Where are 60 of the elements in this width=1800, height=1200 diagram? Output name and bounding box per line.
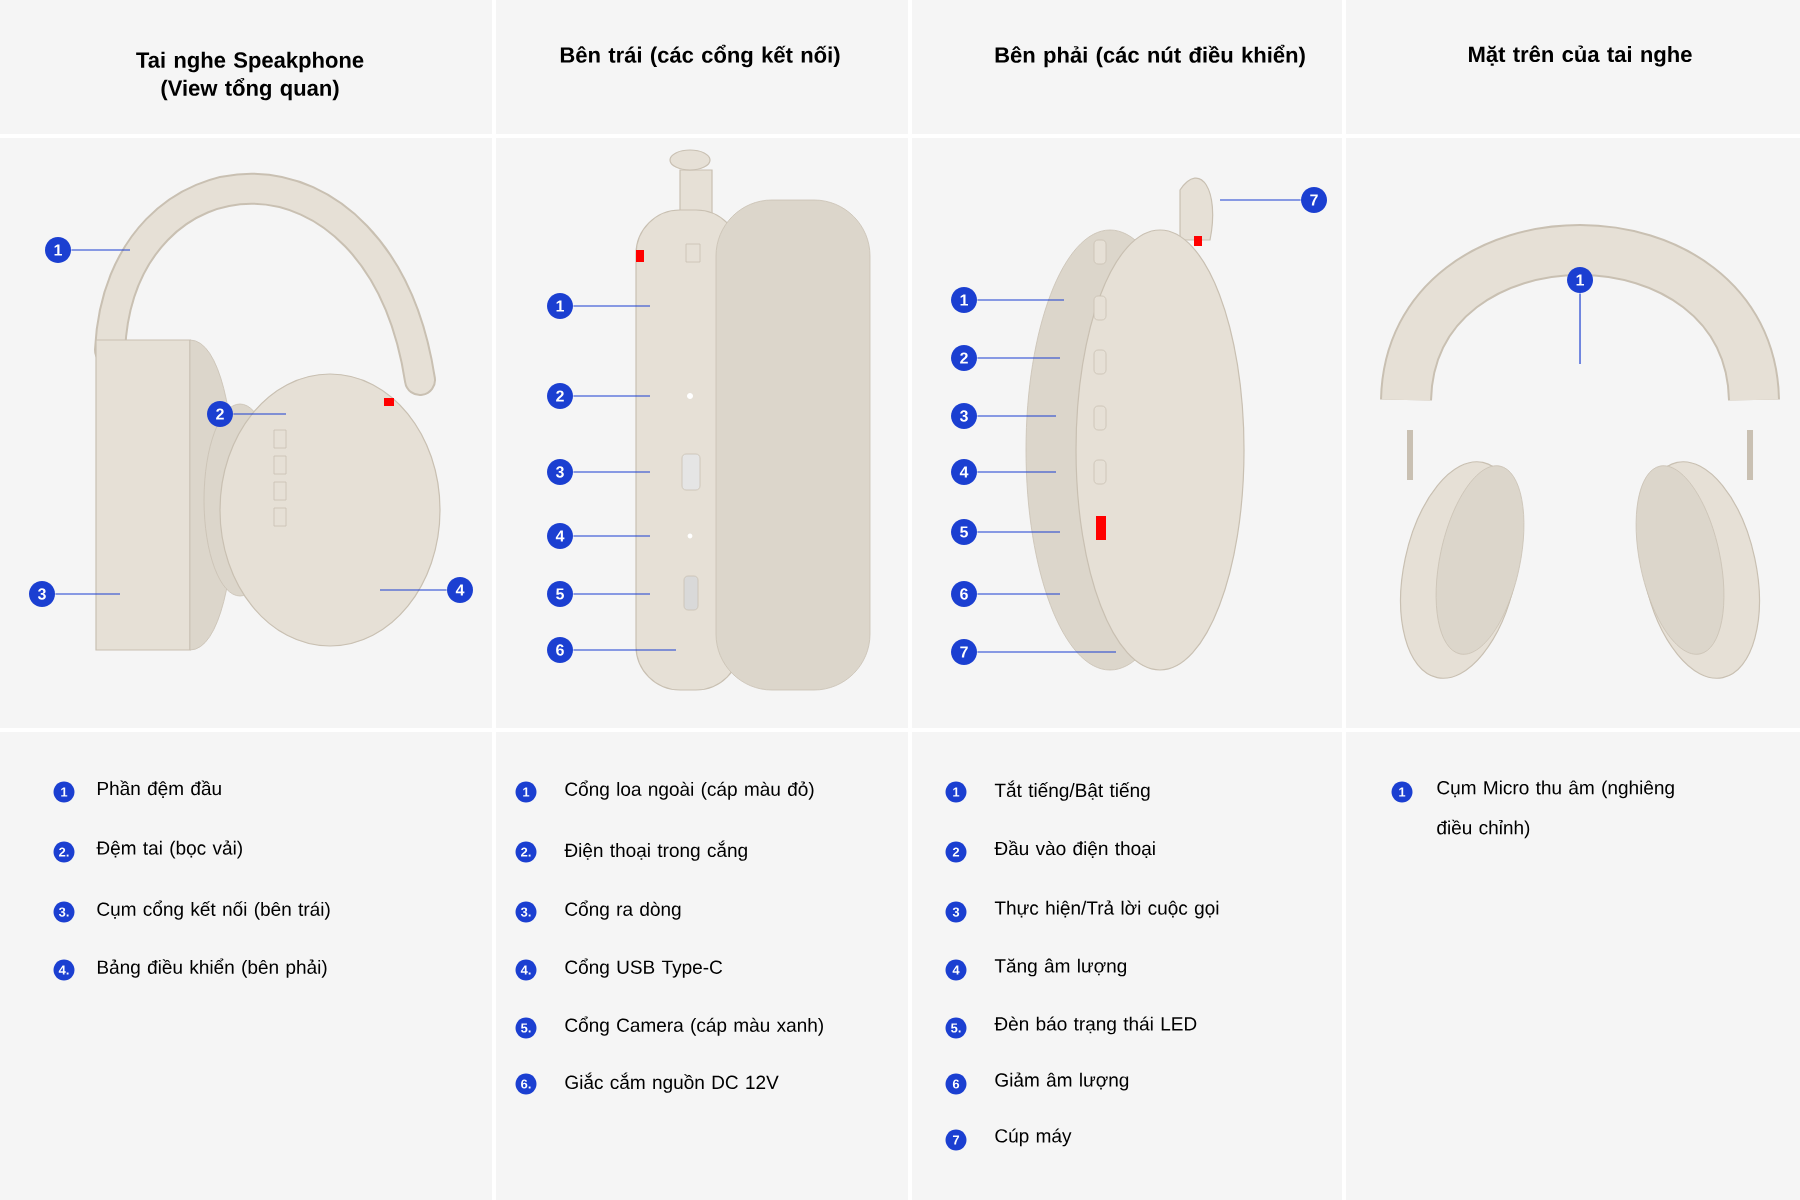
list-item-text: Giắc cắm nguồn DC 12V xyxy=(565,1072,779,1093)
leader-line xyxy=(976,357,1061,359)
callout-number: 6 xyxy=(547,637,573,663)
callout-number: 5 xyxy=(951,519,977,545)
leader-line xyxy=(976,531,1061,533)
leader-line xyxy=(70,249,131,251)
list-item-text: Cổng loa ngoài (cáp màu đỏ) xyxy=(565,780,814,800)
callout-number: 7 xyxy=(951,639,977,665)
leader-line xyxy=(572,649,677,651)
callout-number: 3 xyxy=(547,459,573,485)
callout-number: 1 xyxy=(45,237,71,263)
callout-number: 4 xyxy=(547,523,573,549)
list-item-text: Cổng USB Type-C xyxy=(565,958,723,978)
leader-line xyxy=(54,593,121,595)
list-item-text: Giảm âm lượng xyxy=(995,1072,1129,1091)
list-item-text: Tắt tiếng/Bật tiếng xyxy=(994,780,1150,801)
leader-line xyxy=(572,593,651,595)
list-item-text: Cổng ra dòng xyxy=(565,900,681,920)
column-heading: Mặt trên của tai nghe xyxy=(1469,45,1692,67)
column-heading: Bên phải (các nút điều khiển) xyxy=(995,44,1305,68)
callout-number: 7 xyxy=(1301,187,1327,213)
list-item-text: Phần đệm đầu xyxy=(97,780,221,798)
leader-line xyxy=(572,395,651,397)
leader-line xyxy=(232,413,287,415)
callout-number: 4 xyxy=(447,577,473,603)
callout-number: 6 xyxy=(951,581,977,607)
callout-number: 4 xyxy=(951,459,977,485)
callout-number: 3 xyxy=(29,581,55,607)
callout-number: 2 xyxy=(951,345,977,371)
list-item-text: Bảng điều khiển (bên phải) xyxy=(97,958,327,978)
callout-number: 2 xyxy=(207,401,233,427)
list-item-text: Điện thoại trong cắng xyxy=(564,840,747,861)
list-item-text: Cổng Camera (cáp màu xanh) xyxy=(565,1016,823,1036)
callout-number: 1 xyxy=(951,287,977,313)
list-item-text: Tăng âm lượng xyxy=(994,958,1127,977)
callout-number: 3 xyxy=(951,403,977,429)
callout-number: 1 xyxy=(547,293,573,319)
leader-line xyxy=(976,471,1057,473)
leader-line xyxy=(379,589,448,591)
list-item-text: Đệm tai (bọc vải) xyxy=(96,840,242,859)
leader-line xyxy=(976,593,1061,595)
leader-line xyxy=(976,299,1065,301)
leader-line xyxy=(572,471,651,473)
list-item-text: Đèn báo trạng thái LED xyxy=(994,1016,1197,1035)
callout-number: 1 xyxy=(1567,267,1593,293)
column-heading: Tai nghe Speakphone (View tổng quan) xyxy=(136,51,364,101)
leader-line xyxy=(572,535,651,537)
list-item-text: Cụm cổng kết nối (bên trái) xyxy=(97,900,330,920)
list-item-text: Cụm Micro thu âm (nghiêng điều chỉnh) xyxy=(1437,780,1674,839)
leader-line xyxy=(976,415,1057,417)
list-item-text: Cúp máy xyxy=(995,1128,1072,1147)
leader-line xyxy=(572,305,651,307)
leader-line xyxy=(1579,292,1581,365)
leader-line xyxy=(1219,199,1302,201)
list-item-text: Thực hiện/Trả lời cuộc gọi xyxy=(994,900,1219,919)
column-heading: Bên trái (các cổng kết nối) xyxy=(560,44,840,68)
list-item-text: Đầu vào điện thoại xyxy=(994,840,1155,858)
callout-number: 5 xyxy=(547,581,573,607)
leader-line xyxy=(976,651,1117,653)
callout-number: 2 xyxy=(547,383,573,409)
